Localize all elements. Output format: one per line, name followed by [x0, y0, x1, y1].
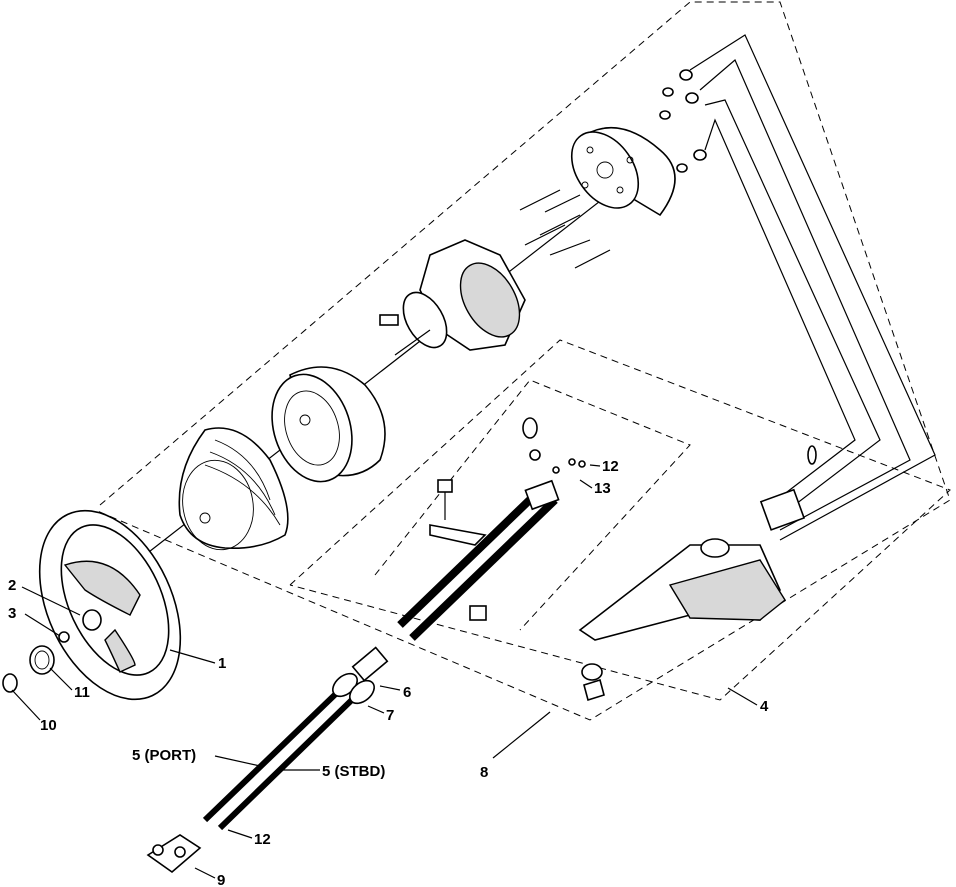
helm-bezel	[271, 366, 386, 483]
helm-boot	[178, 427, 289, 551]
callout-6: 6	[403, 684, 411, 701]
washers-nuts-top	[659, 69, 707, 173]
callout-10: 10	[40, 717, 57, 734]
steering-arm-assembly	[578, 445, 817, 702]
gear-mechanism	[379, 239, 526, 356]
cable-block	[146, 834, 202, 874]
callout-4: 4	[760, 698, 769, 715]
callout-2: 2	[8, 577, 16, 594]
group-outline-8	[94, 1, 951, 721]
leader-lines	[11, 464, 758, 879]
callout-13: 13	[594, 480, 611, 497]
steering-wheel	[38, 509, 182, 701]
callout-5-stbd: 5 (STBD)	[322, 763, 385, 780]
cable-lines	[689, 34, 936, 541]
bolts	[519, 189, 611, 269]
rear-housing	[570, 127, 676, 217]
group-outline-4	[289, 339, 951, 701]
callout-12-top: 12	[602, 458, 619, 475]
callout-9: 9	[217, 872, 225, 887]
group-outline-inner	[374, 379, 691, 631]
tilt-cylinder-assembly	[397, 417, 586, 641]
wheel-hardware	[2, 631, 70, 693]
callout-8: 8	[480, 764, 488, 781]
steering-cables	[202, 646, 389, 831]
callout-12-bottom: 12	[254, 831, 271, 848]
callout-1: 1	[218, 655, 226, 672]
callout-11: 11	[74, 684, 90, 701]
callout-7: 7	[386, 707, 394, 724]
callout-5-port: 5 (PORT)	[132, 747, 196, 764]
callout-3: 3	[8, 605, 16, 622]
